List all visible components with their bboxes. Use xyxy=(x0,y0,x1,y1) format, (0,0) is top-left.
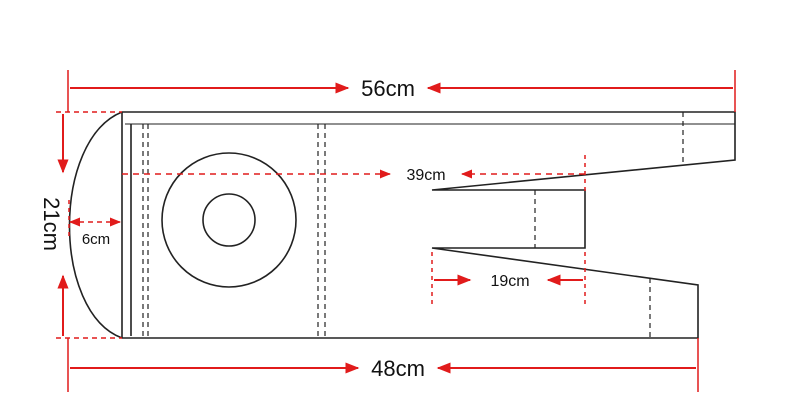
pillow-outline xyxy=(68,111,736,339)
label-total-length: 56cm xyxy=(361,76,415,101)
label-base-length: 48cm xyxy=(371,356,425,381)
label-curve-depth: 6cm xyxy=(82,231,110,248)
curved-left-edge xyxy=(68,111,123,339)
outer-ring xyxy=(161,152,297,288)
dimension-lines xyxy=(56,70,736,392)
label-notch-length: 19cm xyxy=(490,273,529,290)
inner-ring xyxy=(202,193,256,247)
outer-contour xyxy=(122,111,736,339)
label-slot-length: 39cm xyxy=(406,167,445,184)
seam-lines xyxy=(142,112,684,338)
label-height: 21cm xyxy=(39,197,64,251)
